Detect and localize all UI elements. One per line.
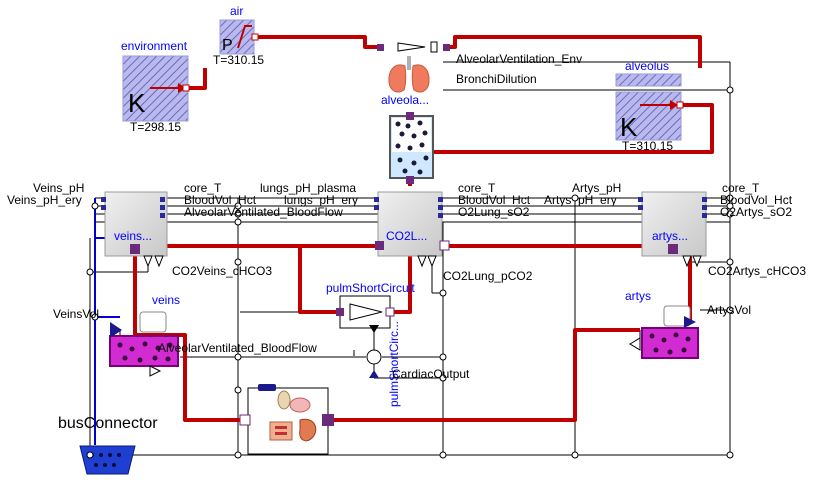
lungs-unit-block[interactable]: CO2L... (374, 191, 450, 268)
artys-unit-block[interactable]: artys... (638, 191, 707, 268)
label-alveolar-ventilated-bloodflow-top: AlveolarVentilated_BloodFlow (184, 205, 343, 219)
lungs-icon (388, 56, 430, 93)
label-o2artys-so2: O2Artys_sO2 (720, 205, 792, 219)
veins-vessel-component[interactable]: veins (109, 293, 180, 377)
tissues-component[interactable] (239, 384, 334, 455)
pulm-short-circuit-component[interactable]: pulmShortCircuit pulmShortCirc... (326, 281, 415, 407)
label-blood-vol-hct-far: BloodVol_Hct (720, 193, 793, 207)
label-veins-ph: Veins_pH (33, 181, 84, 195)
alveolar-ventilation-component[interactable]: alveola... (377, 41, 450, 107)
lungs-unit-name: CO2L... (386, 229, 427, 243)
label-o2lung-so2: O2Lung_sO2 (458, 205, 530, 219)
label-core-t-far: core_T (722, 181, 760, 195)
label-artys-ph-ery: Artys_pH_ery (544, 193, 617, 207)
label-co2veins-chco3: CO2Veins_cHCO3 (172, 264, 272, 278)
alveolus-symbol: K (620, 112, 638, 142)
bus-connector-component[interactable]: busConnector (58, 415, 158, 475)
label-alveolar-ventilation-env: AlveolarVentilation_Env (456, 52, 582, 66)
label-veins-vol: VeinsVol (53, 307, 99, 321)
artys-vessel-name: artys (625, 289, 651, 303)
label-alveolar-ventilated-bloodflow: AlveolarVentilated_BloodFlow (158, 341, 317, 355)
pulm-short-circuit-name: pulmShortCircuit (326, 281, 415, 295)
label-artys-ph: Artys_pH (572, 181, 621, 195)
alveolus-name: alveolus (625, 59, 669, 73)
label-co2artys-chco3: CO2Artys_cHCO3 (708, 264, 806, 278)
label-bronchi-dilution: BronchiDilution (456, 72, 537, 86)
artys-vessel-component[interactable]: artys (625, 289, 699, 359)
artys-unit-name: artys... (652, 229, 688, 243)
label-veins-ph-ery: Veins_pH_ery (7, 193, 82, 207)
environment-temp: T=298.15 (130, 120, 181, 134)
signal-labels: AlveolarVentilation_Env BronchiDilution … (7, 52, 806, 381)
organs-icon (269, 390, 317, 442)
pulm-short-circ-vertical-label: pulmShortCirc... (387, 321, 401, 407)
environment-symbol: K (128, 88, 146, 118)
veins-unit-block[interactable]: veins... (101, 191, 168, 268)
label-core-t-mid: core_T (458, 181, 496, 195)
air-name: air (230, 4, 243, 18)
alveolus-temp: T=310.15 (622, 139, 673, 153)
air-component[interactable]: P air T=310.15 (213, 4, 264, 67)
label-lungs-ph-plasma: lungs_pH_plasma (260, 181, 356, 195)
air-temp: T=310.15 (213, 53, 264, 67)
label-co2lung-pco2: CO2Lung_pCO2 (443, 269, 533, 283)
bus-connector-name: busConnector (58, 415, 158, 432)
label-lungs-ph-ery: lungs_pH_ery (284, 193, 358, 207)
label-artys-vol: ArtysVol (707, 303, 751, 317)
label-blood-vol-hct-mid: BloodVol_Hct (458, 193, 531, 207)
label-cardiac-output: CardiacOutput (392, 367, 470, 381)
label-core-t-left: core_T (184, 181, 222, 195)
label-blood-vol-hct-left: BloodVol_Hct (184, 193, 257, 207)
alveolar-unit-name: alveola... (381, 93, 429, 107)
environment-component[interactable]: K environment T=298.15 (121, 39, 190, 134)
environment-name: environment (121, 39, 188, 53)
bus-lines (94, 198, 120, 445)
air-symbol: P (222, 37, 233, 54)
veins-unit-name: veins... (114, 229, 152, 243)
alveolus-component[interactable]: K alveolus T=310.15 (615, 59, 684, 153)
junction-dots (86, 86, 734, 459)
gas-beaker-icon[interactable] (389, 112, 434, 184)
veins-vessel-name: veins (152, 293, 180, 307)
